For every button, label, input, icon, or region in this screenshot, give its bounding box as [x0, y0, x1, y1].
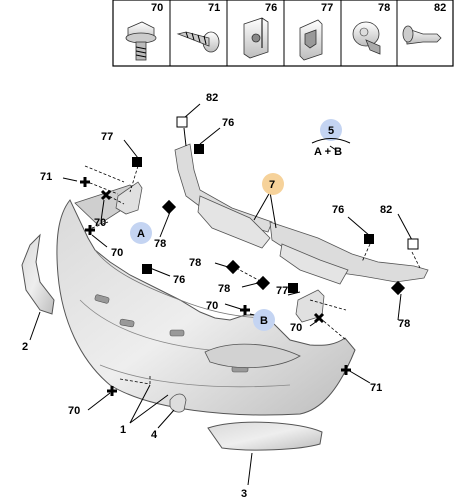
fastener-77-marker-left: [132, 157, 142, 167]
fastener-70-cross-bottom: [107, 386, 117, 396]
callout-71-right: 71: [370, 382, 382, 394]
callout-labels: 82 76 77 71 70 70 78 76 78 78 77 70 70 7…: [22, 92, 410, 500]
push-rivet-icon: [352, 21, 381, 55]
fastener-71-cross-right: [341, 365, 351, 375]
spring-clip-icon: [299, 19, 323, 61]
callout-76-right: 76: [332, 204, 344, 216]
fastener-symbols: [80, 116, 419, 396]
callout-71-left: 71: [40, 171, 52, 183]
fastener-82-marker-right: [407, 238, 419, 250]
detail-marker-a: A: [130, 222, 152, 244]
callout-82-right: 82: [380, 204, 392, 216]
bolt-flanged-icon: [125, 21, 157, 61]
fastener-78-marker-b: [225, 259, 241, 275]
svg-text:B: B: [260, 315, 268, 327]
tow-eye-cover-part: [169, 393, 187, 413]
callout-77-left: 77: [101, 131, 113, 143]
table-ref-76: 76: [265, 2, 277, 14]
fastener-77-marker-right: [288, 283, 298, 293]
table-ref-70: 70: [151, 2, 163, 14]
callout-1: 1: [120, 424, 126, 436]
clip-nut-icon: [243, 17, 269, 59]
fastener-70-cross-left: [85, 225, 95, 235]
detail-marker-b: B: [253, 309, 275, 331]
callout-76-top: 76: [222, 117, 234, 129]
front-bumper-part: [56, 184, 356, 416]
leader-lines: [29, 103, 421, 486]
callout-76-mid: 76: [173, 274, 185, 286]
callout-70-right: 70: [290, 322, 302, 334]
callout-78-d: 78: [398, 318, 410, 330]
callout-78-a: 78: [154, 238, 166, 250]
callout-78-c: 78: [218, 283, 230, 295]
fastener-76-marker-top: [194, 144, 204, 154]
svg-text:5: 5: [328, 125, 334, 137]
fastener-70-x-right: [313, 312, 325, 324]
table-ref-71: 71: [208, 2, 220, 14]
bumper-bracket-assembly: [174, 143, 429, 285]
callout-70-bottom: 70: [68, 405, 80, 417]
plug-fastener-icon: [402, 25, 442, 45]
callout-78-b: 78: [189, 257, 201, 269]
lower-trim-part: [207, 421, 323, 451]
fastener-78-marker-c: [255, 275, 271, 291]
table-ref-77: 77: [321, 2, 333, 14]
callout-7-marker: 7: [262, 173, 284, 195]
svg-text:A: A: [137, 228, 145, 240]
fastener-table: 70 71 76 77 78 82: [112, 0, 454, 67]
callout-3: 3: [241, 488, 247, 500]
table-ref-78: 78: [378, 2, 390, 14]
fastener-76-marker-right: [364, 234, 374, 244]
svg-text:7: 7: [269, 179, 275, 191]
table-ref-82: 82: [434, 2, 446, 14]
fastener-71-cross-left: [80, 177, 90, 187]
left-bracket-part: [115, 181, 143, 215]
callout-70-mid: 70: [206, 300, 218, 312]
callout-70-left-a: 70: [94, 217, 106, 229]
fastener-82-marker-left: [176, 116, 188, 128]
fastener-76-marker-mid: [142, 264, 152, 274]
callout-70-left-b: 70: [111, 247, 123, 259]
formula-brace: [311, 138, 351, 144]
formula-text: A + B: [314, 146, 342, 158]
side-trim-part: [21, 233, 55, 315]
callout-2: 2: [22, 341, 28, 353]
screw-self-tapping-icon: [176, 31, 220, 53]
fastener-70-x-left: [100, 189, 112, 201]
callout-82-top: 82: [206, 92, 218, 104]
callout-5-marker: 5: [320, 119, 342, 141]
fastener-70-cross-mid: [240, 305, 250, 315]
fastener-78-marker-a: [161, 199, 177, 215]
callout-77-right: 77: [276, 285, 288, 297]
callout-4: 4: [151, 429, 158, 441]
fastener-78-marker-d: [390, 280, 406, 296]
